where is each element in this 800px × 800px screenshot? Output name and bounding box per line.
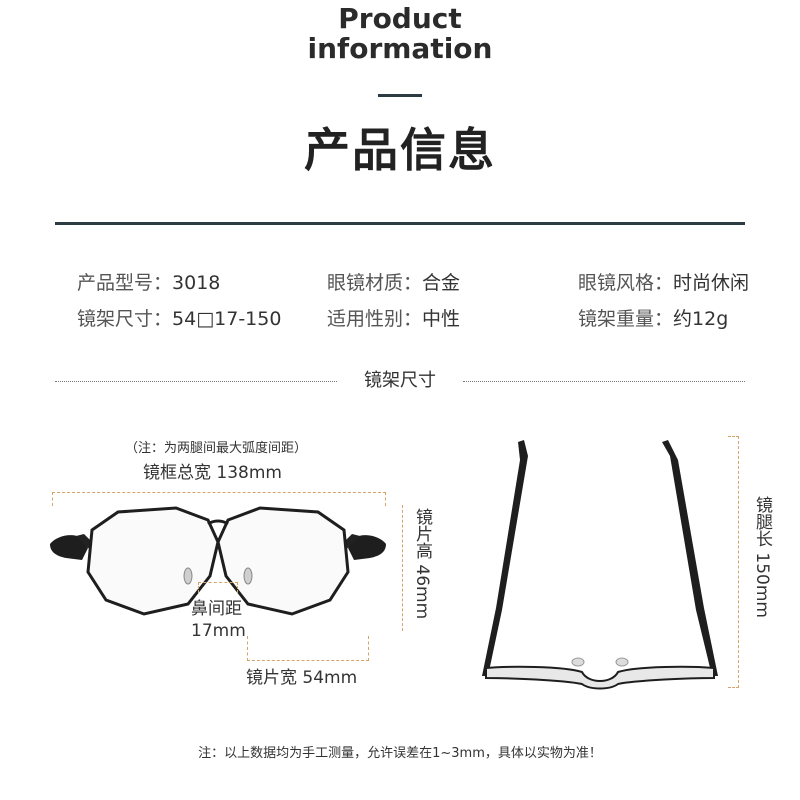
total-width-top-line [52, 492, 386, 493]
right-temple [662, 440, 718, 676]
spec-value: 54□17-150 [172, 308, 282, 330]
temple-length-bracket [728, 436, 739, 688]
glasses-front-view [50, 506, 386, 616]
spec-value: 约12g [673, 308, 729, 330]
spec-frame-size: 镜架尺寸：54□17-150 [77, 307, 281, 331]
spec-label: 适用性别： [327, 308, 423, 330]
divider-rule [55, 222, 745, 225]
spec-label: 眼镜材质： [327, 272, 423, 294]
dimension-note: （注：为两腿间最大弧度间距） [125, 441, 308, 456]
total-width-left-tick [52, 492, 53, 506]
spec-label: 眼镜风格： [578, 272, 674, 294]
spec-label: 产品型号： [77, 272, 173, 294]
spec-style: 眼镜风格：时尚休闲 [578, 271, 749, 295]
lens-height-label: 镜片高 46mm [412, 508, 432, 620]
spec-model: 产品型号：3018 [77, 271, 220, 295]
title-accent-bar [378, 94, 422, 97]
title-english-line2: information [307, 32, 493, 65]
title-english: Product information [0, 4, 800, 64]
lens-width-bracket [247, 636, 369, 661]
section-title: 镜架尺寸 [364, 370, 436, 391]
spec-value: 3018 [172, 272, 221, 294]
top-right-nose-pad [615, 657, 629, 667]
left-temple-tip [50, 535, 88, 560]
title-english-line1: Product [338, 2, 462, 35]
section-dotted-line-right [463, 381, 745, 382]
left-temple [482, 440, 528, 676]
spec-weight: 镜架重量：约12g [578, 307, 728, 331]
right-nose-pad [243, 567, 253, 585]
spec-value: 时尚休闲 [673, 272, 750, 294]
spec-value: 合金 [422, 272, 461, 294]
temple-length-label: 镜腿长 150mm [752, 496, 772, 618]
title-chinese: 产品信息 [304, 123, 496, 177]
spec-value: 中性 [422, 308, 461, 330]
lens-height-line [402, 505, 403, 631]
lens-width-label: 镜片宽 54mm [246, 668, 358, 688]
top-left-nose-pad [571, 657, 585, 667]
right-lens [216, 506, 350, 616]
bridge-bracket [198, 582, 238, 593]
total-width-label: 镜框总宽 138mm [143, 463, 282, 483]
front-frame-top [485, 665, 715, 690]
spec-gender: 适用性别：中性 [327, 307, 460, 331]
bridge-label: 鼻间距 [191, 599, 242, 619]
left-lens [86, 506, 220, 616]
footer-note: 注：以上数据均为手工测量，允许误差在1~3mm，具体以实物为准！ [198, 746, 602, 761]
section-dotted-line-left [55, 381, 337, 382]
bridge [207, 519, 229, 526]
bridge-value: 17mm [191, 621, 246, 641]
spec-material: 眼镜材质：合金 [327, 271, 460, 295]
total-width-right-tick [385, 492, 386, 506]
spec-label: 镜架尺寸： [77, 308, 173, 330]
left-nose-pad [183, 567, 193, 585]
right-temple-tip [348, 535, 386, 560]
spec-label: 镜架重量： [578, 308, 674, 330]
glasses-top-view [482, 440, 718, 690]
